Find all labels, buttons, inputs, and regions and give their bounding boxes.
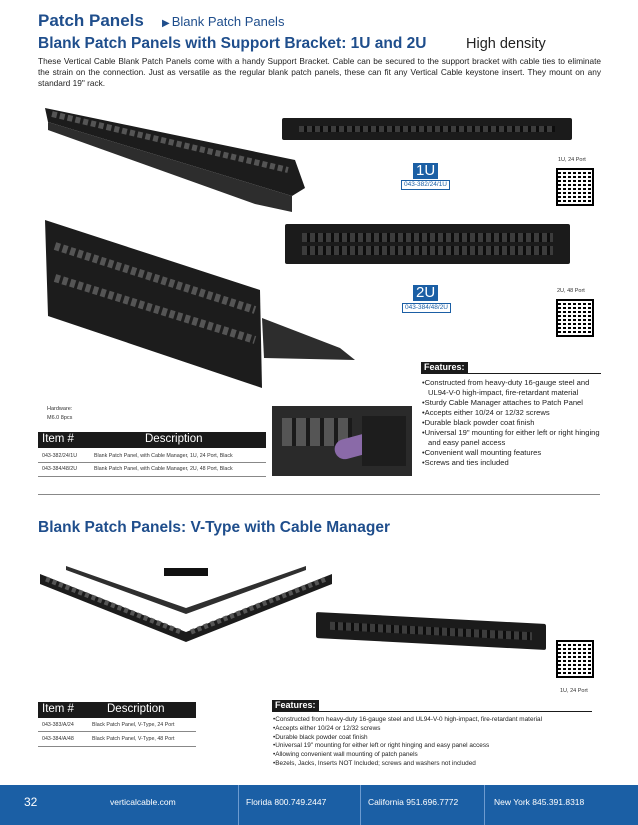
feature-item: Screws and ties included	[421, 458, 603, 468]
feature-item: Universal 19" mounting for either left o…	[421, 428, 603, 448]
product-photo-vtype-angled	[316, 611, 546, 651]
hardware-label: Hardware:	[47, 406, 73, 412]
website-link[interactable]: verticalcable.com	[110, 797, 176, 807]
section1-intro: These Vertical Cable Blank Patch Panels …	[38, 56, 601, 88]
density-tag: High density	[466, 36, 546, 52]
feature-item: Sturdy Cable Manager attaches to Patch P…	[421, 398, 603, 408]
column-header-description: Description	[107, 703, 165, 715]
footer-separator	[238, 785, 239, 825]
table-divider	[38, 476, 266, 477]
item-description: Black Patch Panel, V-Type, 24 Port	[92, 722, 175, 728]
item-number: 043-384/48/2U	[42, 466, 78, 472]
feature-item: Bezels, Jacks, Inserts NOT Included; scr…	[272, 760, 602, 769]
section-divider	[38, 494, 600, 495]
feature-item: Allowing convenient wall mounting of pat…	[272, 751, 602, 760]
variant-1u-caption: 1U, 24 Port	[558, 157, 586, 163]
section-category: Patch Panels	[38, 11, 144, 30]
hardware-value: M6.0 8pcs	[47, 415, 73, 421]
product-photo-2u-front	[285, 224, 570, 264]
feature-item: Durable black powder coat finish	[272, 734, 602, 743]
product-photo-1u-front	[282, 118, 572, 140]
item-number: 043-383/A/24	[42, 722, 74, 728]
feature-item: Constructed from heavy-duty 16-gauge ste…	[272, 716, 602, 725]
feature-item: Convenient wall mounting features	[421, 448, 603, 458]
features-label: Features:	[272, 700, 319, 711]
feature-item: Durable black powder coat finish	[421, 418, 603, 428]
variant-1u-part-number: 043-382/24/1U	[401, 180, 451, 190]
item-number: 043-382/24/1U	[42, 453, 78, 459]
vtype-caption: 1U, 24 Port	[560, 688, 588, 694]
features-list: Constructed from heavy-duty 16-gauge ste…	[421, 378, 603, 468]
table-divider	[38, 462, 266, 463]
qr-code-icon[interactable]	[556, 168, 594, 206]
column-header-description: Description	[145, 433, 203, 445]
breadcrumb[interactable]: ▶Blank Patch Panels	[162, 14, 284, 29]
product-detail-photo	[272, 406, 412, 476]
item-number: 043-384/A/48	[42, 736, 74, 742]
california-phone[interactable]: California 951.696.7772	[368, 797, 459, 807]
table-divider	[38, 731, 196, 732]
table-header: Item # Description	[38, 432, 266, 448]
feature-item: Constructed from heavy-duty 16-gauge ste…	[421, 378, 603, 398]
features-label: Features:	[421, 362, 468, 373]
table-header: Item # Description	[38, 702, 196, 718]
table-row: 043-384/48/2U Blank Patch Panel, with Ca…	[38, 466, 266, 476]
section1-title: Blank Patch Panels with Support Bracket:…	[38, 35, 427, 52]
item-description: Blank Patch Panel, with Cable Manager, 2…	[94, 466, 233, 472]
table-row: 043-383/A/24 Black Patch Panel, V-Type, …	[38, 722, 196, 732]
variant-2u-caption: 2U, 48 Port	[557, 288, 585, 294]
item-description: Blank Patch Panel, with Cable Manager, 1…	[94, 453, 233, 459]
triangle-right-icon: ▶	[162, 18, 170, 29]
qr-code-icon[interactable]	[556, 299, 594, 337]
features-divider	[272, 711, 592, 712]
qr-code-icon[interactable]	[556, 640, 594, 678]
table-row: 043-382/24/1U Blank Patch Panel, with Ca…	[38, 453, 266, 463]
variant-2u-badge: 2U	[413, 285, 439, 301]
table-row: 043-384/A/48 Black Patch Panel, V-Type, …	[38, 736, 196, 746]
features-list: Constructed from heavy-duty 16-gauge ste…	[272, 716, 602, 769]
product-photo-2u-angled	[40, 218, 360, 393]
feature-item: Accepts either 10/24 or 12/32 screws	[421, 408, 603, 418]
variant-2u-part-number: 043-384/48/2U	[402, 303, 452, 313]
page-number: 32	[24, 795, 38, 809]
florida-phone[interactable]: Florida 800.749.2447	[246, 797, 327, 807]
breadcrumb-label: Blank Patch Panels	[171, 14, 285, 29]
product-photo-vtype	[36, 562, 336, 642]
item-description: Black Patch Panel, V-Type, 48 Port	[92, 736, 175, 742]
features-divider	[421, 373, 601, 374]
newyork-phone[interactable]: New York 845.391.8318	[494, 797, 585, 807]
table-divider	[38, 746, 196, 747]
footer-separator	[484, 785, 485, 825]
page-footer: 32 verticalcable.com Florida 800.749.244…	[0, 785, 638, 825]
column-header-item: Item #	[42, 703, 74, 715]
feature-item: Accepts either 10/24 or 12/32 screws	[272, 725, 602, 734]
section2-title: Blank Patch Panels: V-Type with Cable Ma…	[38, 519, 391, 536]
product-photo-1u-angled	[40, 100, 310, 218]
column-header-item: Item #	[42, 433, 74, 445]
footer-separator	[360, 785, 361, 825]
feature-item: Universal 19" mounting for either left o…	[272, 742, 602, 751]
variant-1u-badge: 1U	[413, 163, 439, 179]
